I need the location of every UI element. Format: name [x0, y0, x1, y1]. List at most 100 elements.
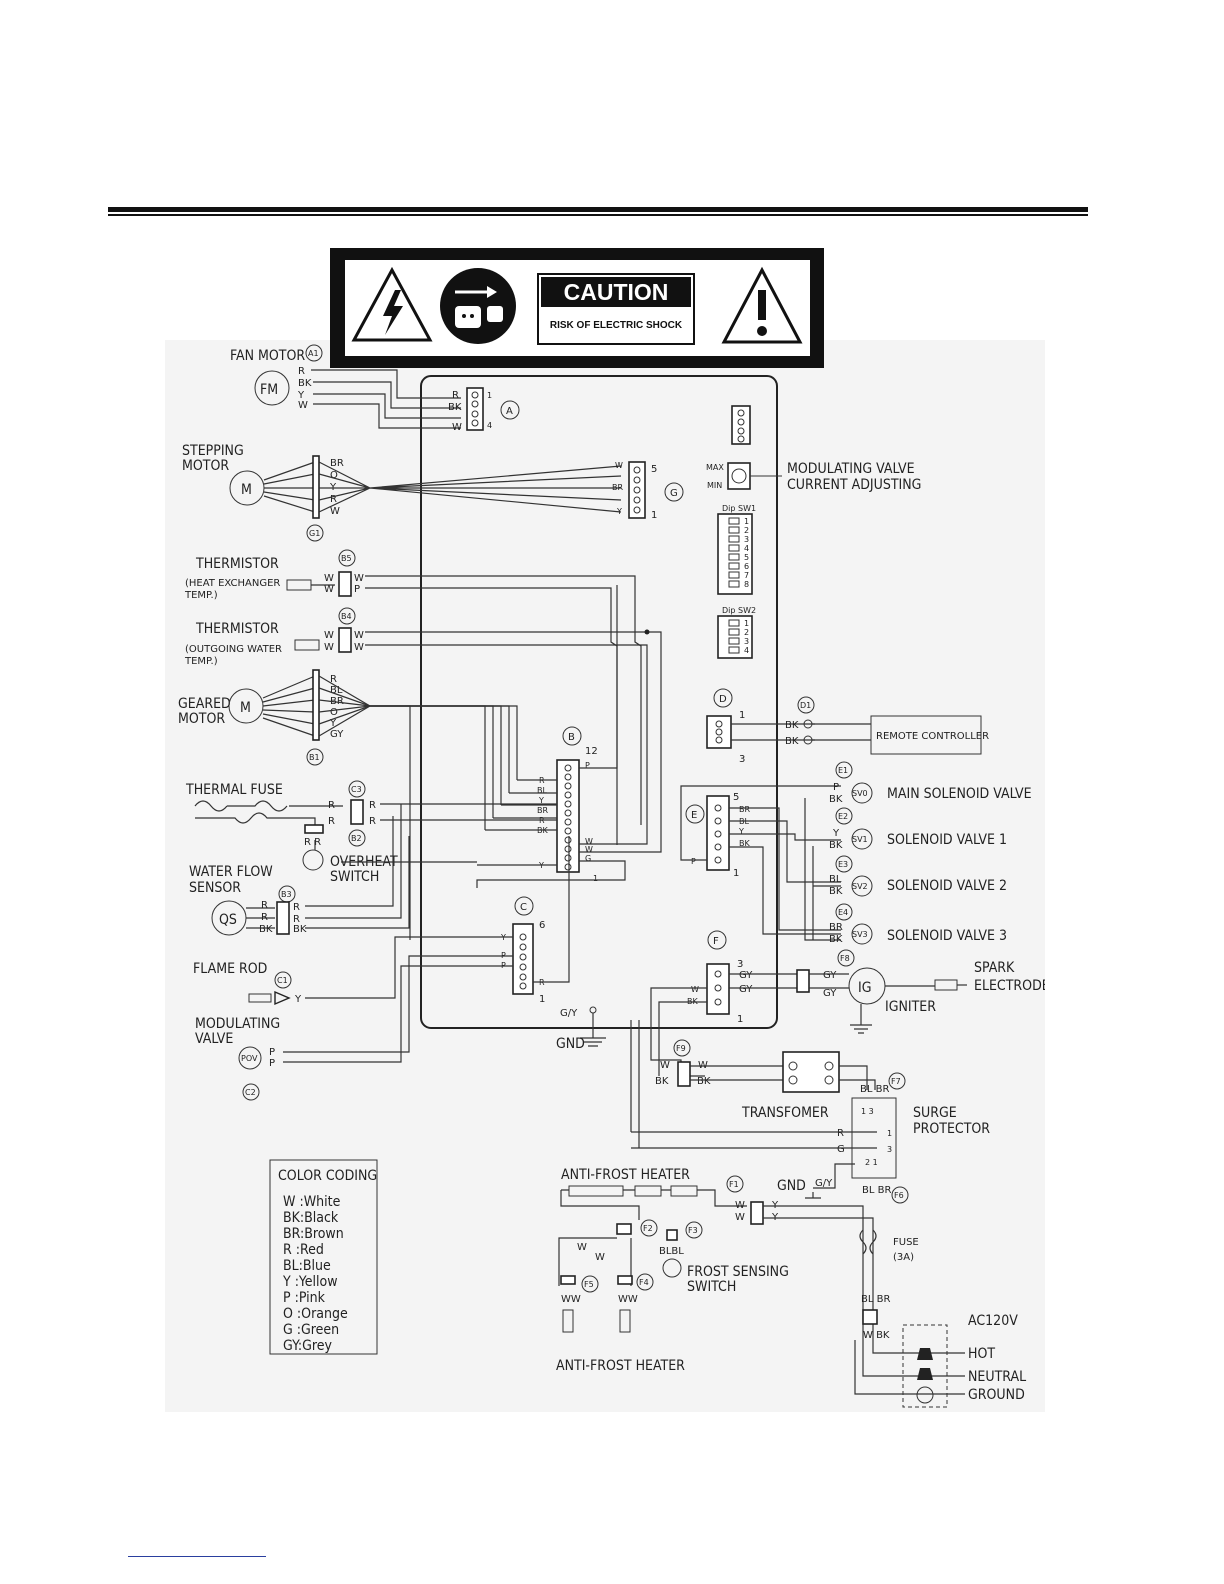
fan-motor-connector-a1: [305, 344, 323, 362]
svg-text:R R: R R: [304, 837, 321, 848]
svg-text:W: W: [585, 837, 593, 846]
svg-text:5: 5: [744, 553, 749, 562]
svg-text:M: M: [240, 700, 251, 716]
svg-text:1: 1: [539, 994, 545, 1005]
current-adjust-pot[interactable]: [727, 462, 751, 490]
diagram-background: [165, 340, 1045, 1412]
svg-text:R :Red: R :Red: [283, 1242, 324, 1258]
svg-text:BR: BR: [330, 458, 344, 469]
svg-text:E1: E1: [838, 766, 848, 775]
svg-text:W: W: [330, 506, 340, 517]
svg-text:G: G: [837, 1144, 845, 1155]
svg-text:GY: GY: [823, 970, 837, 981]
svg-text:SV0: SV0: [852, 789, 868, 798]
svg-text:BK: BK: [785, 736, 799, 747]
svg-text:1 3: 1 3: [861, 1107, 874, 1116]
svg-text:W: W: [735, 1212, 745, 1223]
svg-text:R: R: [330, 494, 337, 505]
svg-text:4: 4: [744, 646, 749, 655]
fan-motor-symbol: [254, 370, 290, 406]
svg-text:O :Orange: O :Orange: [283, 1306, 348, 1322]
anti-frost-group: ANTI-FROST HEATER F1 WW YY F2 WW F3 BLBL…: [556, 1167, 874, 1374]
thermistor-1-group: THERMISTOR (HEAT EXCHANGER TEMP.) B5 WW …: [184, 549, 642, 845]
svg-text:BL BR: BL BR: [861, 1294, 890, 1305]
svg-text:TEMP.): TEMP.): [184, 590, 218, 601]
warning-exclamation-icon: [721, 266, 803, 344]
svg-text:1: 1: [737, 1014, 743, 1025]
svg-text:W BK: W BK: [863, 1330, 890, 1341]
svg-text:BR:Brown: BR:Brown: [283, 1226, 344, 1242]
svg-text:2 1: 2 1: [865, 1158, 878, 1167]
svg-text:FUSE: FUSE: [893, 1237, 919, 1248]
svg-text:BR: BR: [330, 696, 344, 707]
svg-text:(OUTGOING WATER: (OUTGOING WATER: [185, 644, 282, 655]
svg-text:R: R: [369, 800, 376, 811]
svg-text:HOT: HOT: [968, 1346, 995, 1362]
svg-text:MODULATING: MODULATING: [195, 1016, 280, 1032]
svg-text:W: W: [615, 461, 623, 470]
wiring-diagram: CAUTION RISK OF ELECTRIC SHOCK FAN MOTOR…: [165, 248, 1045, 1412]
svg-text:P: P: [833, 782, 839, 793]
svg-text:G: G: [585, 854, 591, 863]
svg-text:BK: BK: [655, 1076, 669, 1087]
svg-text:CURRENT ADJUSTING: CURRENT ADJUSTING: [787, 477, 921, 493]
svg-text:3: 3: [737, 959, 743, 970]
svg-text:Y: Y: [294, 994, 302, 1005]
svg-text:(HEAT EXCHANGER: (HEAT EXCHANGER: [185, 578, 280, 589]
svg-text:12: 12: [585, 746, 598, 757]
svg-text:W: W: [354, 630, 364, 641]
svg-text:M: M: [241, 482, 252, 498]
svg-text:3: 3: [887, 1145, 892, 1154]
svg-text:STEPPING: STEPPING: [182, 443, 244, 459]
footer-link-underline: [128, 1556, 266, 1557]
header-rule-thick: [108, 207, 1088, 212]
connector-a-tag: [500, 400, 520, 420]
svg-text:BK: BK: [293, 924, 307, 935]
svg-text:F9: F9: [676, 1044, 686, 1053]
svg-text:TEMP.): TEMP.): [184, 656, 218, 667]
svg-text:F: F: [713, 936, 719, 947]
board-top-right: MAX MIN MODULATING VALVE CURRENT ADJUSTI…: [706, 405, 921, 659]
svg-text:1: 1: [651, 510, 657, 521]
svg-text:GY: GY: [739, 970, 753, 981]
svg-text:R: R: [369, 816, 376, 827]
svg-text:F8: F8: [840, 954, 850, 963]
header-rule-thin: [108, 214, 1088, 216]
svg-text:WW: WW: [618, 1294, 638, 1305]
svg-text:FROST SENSING: FROST SENSING: [687, 1264, 789, 1280]
connector-c: [512, 923, 534, 995]
color-coding-legend: COLOR CODING W :White BK:Black BR:Brown …: [269, 1159, 378, 1355]
svg-text:F4: F4: [639, 1278, 649, 1287]
svg-text:MIN: MIN: [707, 481, 722, 490]
svg-text:3: 3: [739, 754, 745, 765]
svg-text:W: W: [298, 400, 308, 411]
svg-text:BK: BK: [829, 840, 843, 851]
svg-text:SOLENOID VALVE 2: SOLENOID VALVE 2: [887, 878, 1007, 894]
transformer: [782, 1051, 840, 1093]
svg-text:1: 1: [744, 619, 749, 628]
svg-text:W: W: [354, 642, 364, 653]
dip-switch-2[interactable]: [717, 615, 753, 659]
connector-f: [706, 963, 730, 1015]
svg-text:P :Pink: P :Pink: [283, 1290, 326, 1306]
svg-text:F5: F5: [584, 1280, 594, 1289]
svg-text:GROUND: GROUND: [968, 1387, 1025, 1403]
svg-text:IG: IG: [858, 980, 871, 996]
connector-e: [706, 795, 730, 871]
unplug-icon: [440, 268, 516, 344]
svg-text:BR: BR: [829, 922, 843, 933]
svg-text:BL: BL: [829, 874, 842, 885]
svg-text:BK: BK: [829, 886, 843, 897]
remote-controller-box[interactable]: [870, 715, 982, 755]
transformer-group: F9 WBK WBK TRANSFOMER F7: [655, 1039, 906, 1121]
caution-subtitle: RISK OF ELECTRIC SHOCK: [550, 320, 683, 331]
svg-text:SOLENOID VALVE 3: SOLENOID VALVE 3: [887, 928, 1007, 944]
svg-text:MOTOR: MOTOR: [178, 711, 225, 727]
svg-text:4: 4: [487, 421, 492, 430]
svg-text:W: W: [452, 422, 462, 433]
svg-text:A1: A1: [308, 349, 319, 358]
modulating-valve-group: MODULATING VALVE POV PP C2: [195, 1016, 280, 1101]
svg-text:FLAME ROD: FLAME ROD: [193, 961, 267, 977]
surge-protector: [851, 1097, 897, 1179]
svg-text:BK: BK: [785, 720, 799, 731]
